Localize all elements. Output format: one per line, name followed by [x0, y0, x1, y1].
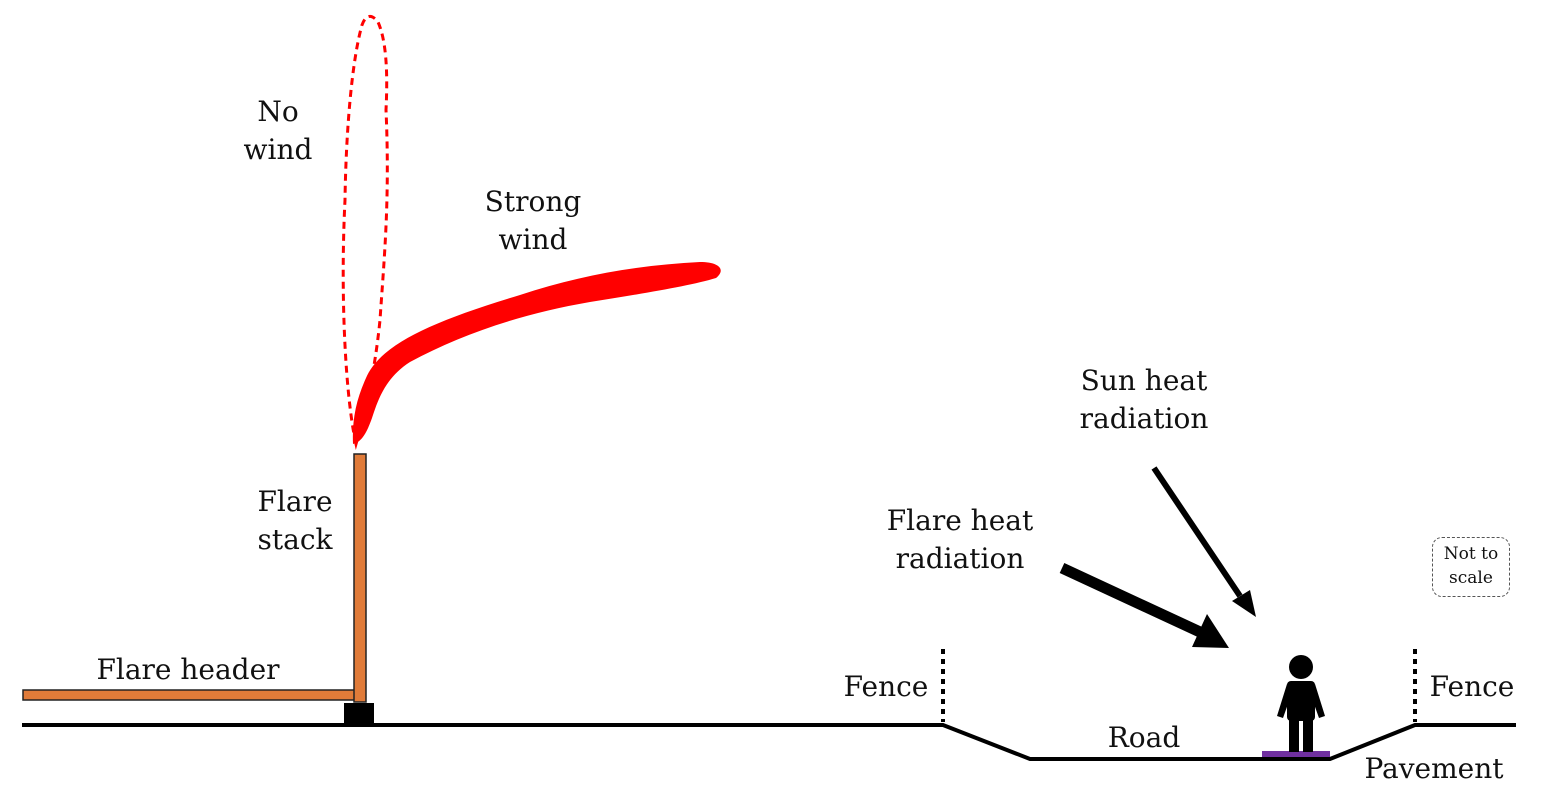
strong-wind-label: Strong wind	[484, 185, 582, 256]
flare-heat-arrow-shaft	[1059, 563, 1203, 637]
person-icon	[1277, 655, 1325, 752]
flare-header-label: Flare header	[96, 653, 280, 686]
flare-header-pipe	[22, 689, 359, 701]
fence-left-label: Fence	[843, 670, 929, 703]
fence-right-label: Fence	[1429, 670, 1515, 703]
not-to-scale-note: Not to scale	[1432, 537, 1510, 597]
sun-heat-arrow-shaft	[1151, 466, 1243, 598]
stack-base	[344, 703, 374, 725]
ground-line	[22, 723, 1516, 761]
flare-stack-pipe	[353, 453, 367, 703]
flare-heat-radiation-label: Flare heat radiation	[886, 504, 1034, 575]
strong-wind-flame	[352, 262, 721, 444]
pavement-label: Pavement	[1364, 752, 1504, 785]
standing-mat	[1262, 751, 1330, 757]
flare-stack-label: Flare stack	[257, 485, 333, 556]
road-label: Road	[1107, 721, 1181, 754]
sun-heat-radiation-label: Sun heat radiation	[1079, 364, 1209, 435]
flare-heat-arrow-head	[1192, 614, 1229, 648]
no-wind-flame	[341, 14, 389, 450]
sun-heat-arrow-head	[1232, 590, 1256, 617]
no-wind-label: No wind	[243, 95, 313, 166]
